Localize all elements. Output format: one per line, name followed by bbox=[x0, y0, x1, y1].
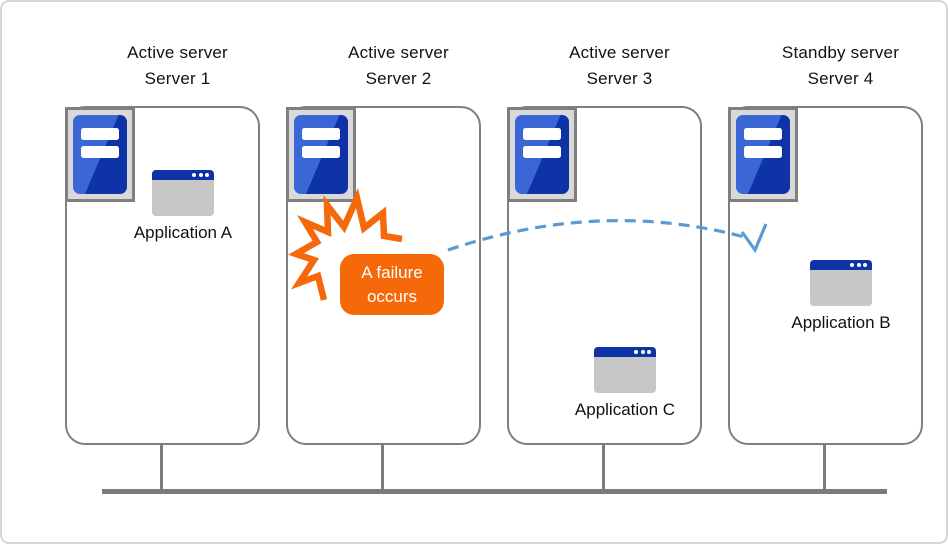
network-bus-line bbox=[102, 489, 887, 494]
application-a-label: Application A bbox=[133, 223, 233, 242]
server-3-name: Server 3 bbox=[586, 69, 653, 88]
server-1-name: Server 1 bbox=[144, 69, 211, 88]
failure-line-2: occurs bbox=[366, 286, 418, 306]
window-dots-icon bbox=[850, 263, 867, 267]
window-dots-icon bbox=[192, 173, 209, 177]
server-3-title: Active server Server 3 bbox=[522, 40, 717, 92]
server-2-role: Active server bbox=[348, 43, 449, 62]
application-c: Application C bbox=[540, 347, 710, 420]
server-1-role: Active server bbox=[127, 43, 228, 62]
failure-callout: A failure occurs bbox=[340, 254, 444, 315]
server-1-title: Active server Server 1 bbox=[80, 40, 275, 92]
failure-line-1: A failure bbox=[361, 262, 423, 282]
server-tower-icon bbox=[727, 107, 798, 202]
network-connector-4 bbox=[823, 443, 826, 491]
server-4-name: Server 4 bbox=[807, 69, 874, 88]
application-b-label: Application B bbox=[791, 313, 891, 332]
window-dots-icon bbox=[634, 350, 651, 354]
server-tower-icon bbox=[506, 107, 577, 202]
application-a: Application A bbox=[98, 170, 268, 243]
server-tower-icon bbox=[285, 107, 356, 202]
application-b: Application B bbox=[756, 260, 926, 333]
network-connector-2 bbox=[381, 443, 384, 491]
server-3-role: Active server bbox=[569, 43, 670, 62]
network-connector-1 bbox=[160, 443, 163, 491]
server-4-title: Standby server Server 4 bbox=[743, 40, 938, 92]
server-tower-icon bbox=[64, 107, 135, 202]
server-2-title: Active server Server 2 bbox=[301, 40, 496, 92]
server-box-1 bbox=[64, 106, 260, 445]
server-4-role: Standby server bbox=[781, 43, 900, 62]
app-window-icon bbox=[810, 260, 872, 306]
application-c-label: Application C bbox=[574, 400, 676, 419]
app-window-icon bbox=[152, 170, 214, 216]
network-connector-3 bbox=[602, 443, 605, 491]
server-2-name: Server 2 bbox=[365, 69, 432, 88]
app-window-icon bbox=[594, 347, 656, 393]
